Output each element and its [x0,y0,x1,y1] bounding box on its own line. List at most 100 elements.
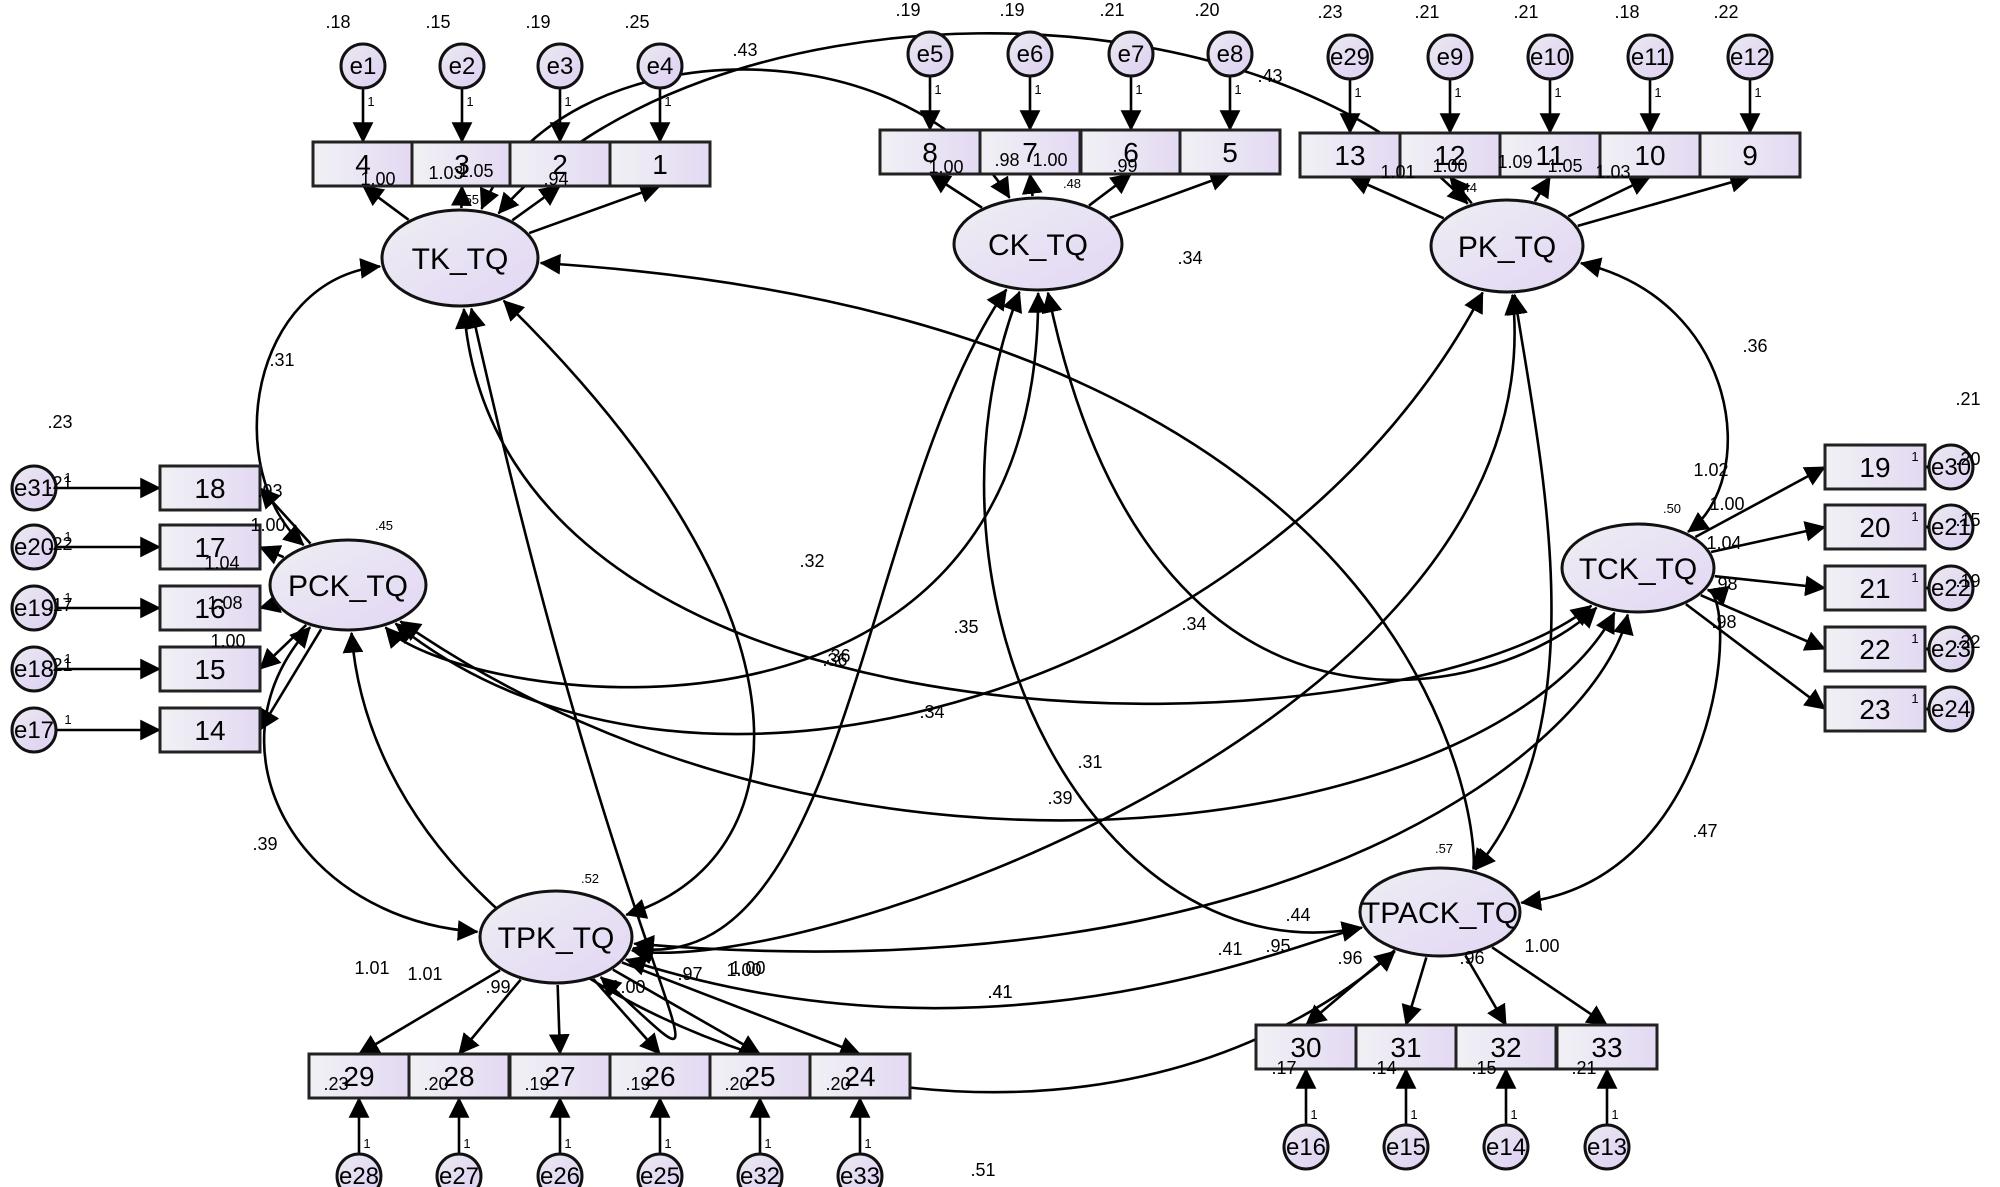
error-e9[interactable]: e9 [1426,33,1474,81]
indicator-33[interactable]: 33 [1555,1023,1659,1071]
error-e26[interactable]: e26 [536,1152,584,1187]
indicator-label: 21 [1859,573,1890,604]
error-e25[interactable]: e25 [636,1152,684,1187]
indicator-31[interactable]: 31 [1354,1023,1458,1071]
error-e15[interactable]: e15 [1382,1123,1430,1171]
latent-ck-tq[interactable]: CK_TQ [952,196,1124,292]
error-e33[interactable]: e33 [836,1152,884,1187]
indicator-11[interactable]: 11 [1498,131,1602,179]
error-e5[interactable]: e5 [906,30,954,78]
error-e3[interactable]: e3 [536,42,584,90]
indicator-box [1823,685,1927,733]
error-e11[interactable]: e11 [1626,33,1674,81]
indicator-24[interactable]: 24 [808,1052,912,1100]
indicator-4[interactable]: 4 [311,140,415,188]
error-variance: .21 [1099,0,1124,20]
error-e4[interactable]: e4 [636,42,684,90]
indicator-17[interactable]: 17 [158,523,262,571]
latent-r2: .55 [461,192,479,207]
error-weight: 1 [1554,85,1561,100]
loading-path-i29 [358,969,501,1056]
error-e8[interactable]: e8 [1206,30,1254,78]
error-e1[interactable]: e1 [339,42,387,90]
error-e20[interactable]: e20 [10,523,58,571]
error-label: e14 [1486,1134,1526,1161]
indicator-10[interactable]: 10 [1598,131,1702,179]
error-weight: 1 [64,470,71,485]
error-label: e26 [540,1163,580,1187]
error-e22[interactable]: e22 [1927,564,1975,612]
error-e27[interactable]: e27 [435,1152,483,1187]
indicator-25[interactable]: 25 [708,1052,812,1100]
latent-pck-tq[interactable]: PCK_TQ [268,538,428,632]
error-circle [1927,685,1975,733]
indicator-30[interactable]: 30 [1254,1023,1358,1071]
indicator-label: 5 [1222,137,1238,168]
error-variance: .21 [1571,1058,1596,1078]
error-circle [1927,625,1975,673]
indicator-1[interactable]: 1 [608,140,712,188]
error-e16[interactable]: e16 [1282,1123,1330,1171]
latent-ellipse [478,889,634,985]
error-e24[interactable]: e24 [1927,685,1975,733]
error-e32[interactable]: e32 [736,1152,784,1187]
indicator-12[interactable]: 12 [1398,131,1502,179]
indicator-21[interactable]: 21 [1823,564,1927,612]
indicator-9[interactable]: 9 [1698,131,1802,179]
covariance-label: .39 [1047,788,1072,808]
error-e21[interactable]: e21 [1927,503,1975,551]
error-weight: 1 [64,651,71,666]
error-variance: .19 [625,1074,650,1094]
indicator-23[interactable]: 23 [1823,685,1927,733]
latent-tpk-tq[interactable]: TPK_TQ [478,889,634,985]
error-variance: .17 [47,595,72,615]
latent-tpack-tq[interactable]: TPACK_TQ [1358,866,1522,958]
indicator-16[interactable]: 16 [158,584,262,632]
indicator-20[interactable]: 20 [1823,503,1927,551]
indicator-label: 2 [552,149,568,180]
error-e19[interactable]: e19 [10,584,58,632]
indicator-22[interactable]: 22 [1823,625,1927,673]
latent-tk-tq[interactable]: TK_TQ [380,208,540,308]
error-e30[interactable]: e30 [1927,443,1975,491]
indicator-19[interactable]: 19 [1823,443,1927,491]
latent-tck-tq[interactable]: TCK_TQ [1560,522,1716,614]
loading-path-i24 [621,961,861,1057]
error-weight: 1 [1454,85,1461,100]
error-circle [1583,1123,1631,1171]
indicator-label: 6 [1123,137,1139,168]
covariance-label: .36 [825,646,850,666]
error-e29[interactable]: e29 [1326,33,1374,81]
error-label: e11 [1631,44,1669,71]
error-e12[interactable]: e12 [1726,33,1774,81]
indicator-14[interactable]: 14 [158,706,262,754]
indicator-26[interactable]: 26 [608,1052,712,1100]
error-e2[interactable]: e2 [438,42,486,90]
error-e28[interactable]: e28 [335,1152,383,1187]
indicator-15[interactable]: 15 [158,645,262,693]
error-e31[interactable]: e31 [10,464,58,512]
error-e17[interactable]: e17 [10,706,58,754]
latent-label: CK_TQ [988,229,1088,262]
covariance-label: .35 [953,617,978,637]
error-circle [435,1152,483,1187]
indicator-29[interactable]: 29 [307,1052,411,1100]
error-e10[interactable]: e10 [1526,33,1574,81]
error-circle [1107,30,1155,78]
indicator-2[interactable]: 2 [508,140,612,188]
latent-pk-tq[interactable]: PK_TQ [1429,198,1585,294]
error-variance: .19 [895,0,920,20]
error-e18[interactable]: e18 [10,645,58,693]
indicator-box [407,1052,511,1100]
error-e23[interactable]: e23 [1927,625,1975,673]
error-e14[interactable]: e14 [1482,1123,1530,1171]
error-e6[interactable]: e6 [1006,30,1054,78]
covariance-layer [255,32,1730,1094]
indicator-28[interactable]: 28 [407,1052,511,1100]
error-label: e13 [1587,1134,1627,1161]
error-circle [1426,33,1474,81]
indicator-18[interactable]: 18 [158,464,262,512]
error-e7[interactable]: e7 [1107,30,1155,78]
error-e13[interactable]: e13 [1583,1123,1631,1171]
indicator-5[interactable]: 5 [1178,128,1282,176]
